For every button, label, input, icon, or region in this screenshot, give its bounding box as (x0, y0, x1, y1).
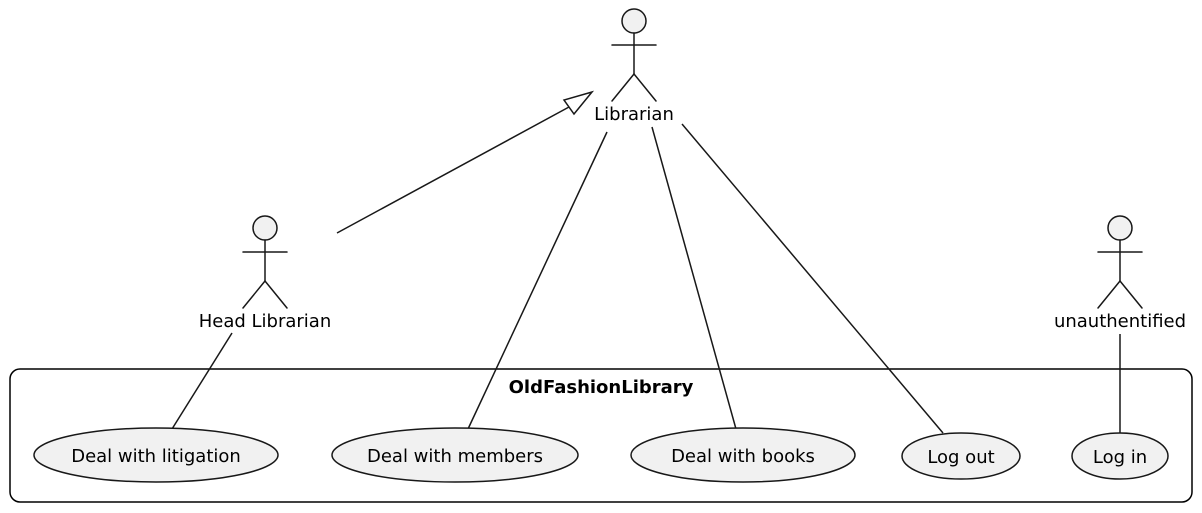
actor-unauthentified: unauthentified (1054, 215, 1186, 332)
associations (171, 123, 1121, 434)
actor-librarian: Librarian (594, 8, 674, 125)
usecase-label: Log out (927, 447, 994, 468)
edge-librarian-log-out (681, 123, 944, 434)
usecase-deal-with-books: Deal with books (630, 427, 856, 483)
actor-leg-icon (242, 280, 266, 309)
usecase-log-out: Log out (901, 432, 1021, 480)
edge-librarian-deal-with-members (467, 131, 608, 430)
generalization-head-librarian-librarian (336, 90, 595, 234)
edge-head-librarian-deal-with-litigation (171, 332, 233, 430)
actor-leg-icon (611, 73, 635, 102)
actor-label: Librarian (594, 104, 674, 125)
usecase-ellipse (33, 427, 279, 483)
actor-leg-icon (1119, 280, 1143, 309)
actor-label: unauthentified (1054, 311, 1186, 332)
usecase-label: Deal with books (671, 446, 815, 467)
usecase-label: Log in (1093, 447, 1147, 468)
actor-head-icon (1107, 215, 1133, 241)
usecase-ellipse (630, 427, 856, 483)
usecase-ellipse (901, 432, 1021, 480)
usecase-ellipse (1071, 432, 1169, 480)
actor-head-icon (252, 215, 278, 241)
actor-leg-icon (264, 280, 288, 309)
system-boundary-box (9, 368, 1193, 503)
edge-librarian-deal-with-books (651, 126, 737, 430)
actor-label: Head Librarian (199, 311, 332, 332)
actor-head-librarian: Head Librarian (199, 215, 332, 332)
usecase-label: Deal with litigation (71, 446, 241, 467)
generalization-arrowhead-icon (562, 90, 595, 116)
actor-head-icon (621, 8, 647, 34)
usecase-ellipse (331, 427, 579, 483)
usecase-label: Deal with members (367, 446, 543, 467)
usecase-deal-with-members: Deal with members (331, 427, 579, 483)
system-boundary-title: OldFashionLibrary (509, 377, 694, 398)
generalization-line (336, 106, 570, 234)
actor-leg-icon (633, 73, 657, 102)
actor-leg-icon (1097, 280, 1121, 309)
usecase-deal-with-litigation: Deal with litigation (33, 427, 279, 483)
system-boundary: OldFashionLibrary (9, 368, 1193, 503)
usecase-log-in: Log in (1071, 432, 1169, 480)
